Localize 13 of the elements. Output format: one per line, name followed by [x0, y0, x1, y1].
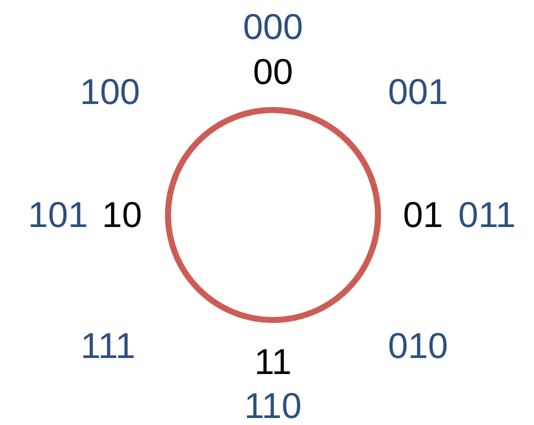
code-label: 11: [254, 344, 292, 380]
code-label: 110: [244, 388, 302, 424]
code-label: 100: [80, 74, 140, 110]
code-label: 011: [458, 197, 516, 233]
ring: [165, 107, 381, 323]
code-label: 01: [402, 197, 444, 233]
code-label: 000: [242, 9, 304, 45]
code-label: 00: [252, 54, 294, 90]
code-label: 111: [80, 328, 136, 364]
code-label: 010: [388, 328, 448, 364]
code-label: 101: [28, 197, 88, 233]
code-label: 10: [102, 197, 142, 233]
code-label: 001: [388, 74, 448, 110]
